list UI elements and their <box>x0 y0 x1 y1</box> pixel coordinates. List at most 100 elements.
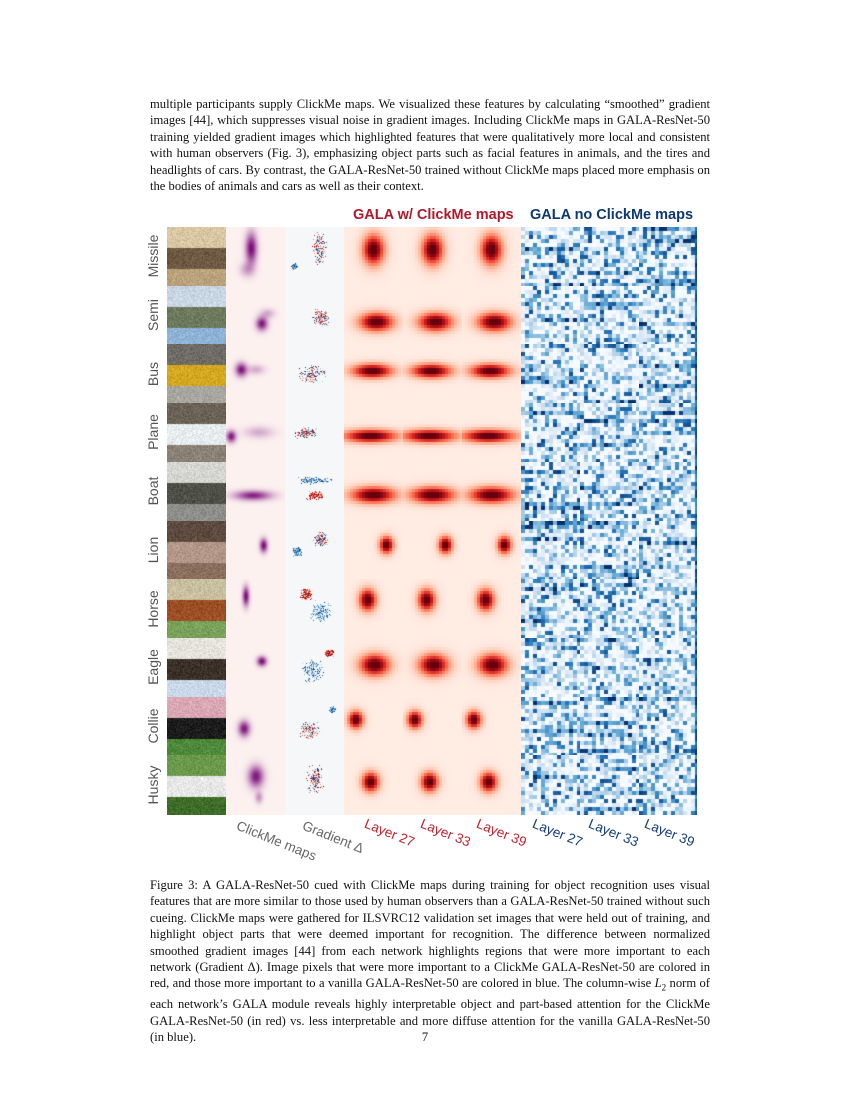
cell-husky-blue-layer-39 <box>639 755 697 815</box>
row-label-text: Horse <box>145 589 161 628</box>
col-label-red-layer-27: Layer 27 <box>362 816 417 850</box>
row-label-text: Boat <box>145 476 161 506</box>
cell-lion-red-layer-27 <box>344 521 403 581</box>
cell-collie-red-layer-33 <box>403 697 462 757</box>
row-label-text: Lion <box>145 536 161 564</box>
cell-lion-gradient <box>285 521 344 581</box>
page-number: 7 <box>421 1030 429 1044</box>
cell-horse-gradient <box>285 579 344 639</box>
cell-missile-red-layer-39 <box>462 227 521 287</box>
cell-husky-photo <box>167 755 226 815</box>
cell-plane-photo <box>167 403 226 463</box>
cell-horse-blue-layer-39 <box>639 579 697 639</box>
row-label-semi: Semi <box>142 286 164 345</box>
cell-missile-gradient <box>285 227 344 287</box>
cell-semi-blue-layer-33 <box>580 286 639 346</box>
cell-husky-red-layer-33 <box>403 755 462 815</box>
cell-collie-red-layer-39 <box>462 697 521 757</box>
cell-semi-blue-layer-27 <box>521 286 580 346</box>
cell-boat-blue-layer-33 <box>580 462 639 522</box>
cell-semi-blue-layer-39 <box>639 286 697 346</box>
row-label-text: Husky <box>145 765 161 805</box>
cell-bus-red-layer-39 <box>462 344 521 404</box>
cell-husky-gradient <box>285 755 344 815</box>
cell-missile-blue-layer-39 <box>639 227 697 287</box>
header-gala-no-clickme: GALA no ClickMe maps <box>530 207 694 223</box>
row-label-missile: Missile <box>142 227 164 286</box>
cell-lion-blue-layer-27 <box>521 521 580 581</box>
cell-husky-blue-layer-27 <box>521 755 580 815</box>
cell-boat-clickme <box>226 462 285 522</box>
row-label-text: Semi <box>145 299 161 331</box>
cell-bus-blue-layer-39 <box>639 344 697 404</box>
caption-text-part1: Figure 3: A GALA-ResNet-50 cued with Cli… <box>150 878 710 991</box>
cell-boat-photo <box>167 462 226 522</box>
cell-bus-red-layer-33 <box>403 344 462 404</box>
cell-plane-blue-layer-27 <box>521 403 580 463</box>
cell-lion-clickme <box>226 521 285 581</box>
header-gala-with-clickme: GALA w/ ClickMe maps <box>353 207 514 223</box>
col-label-red-layer-39: Layer 39 <box>474 816 529 850</box>
cell-bus-blue-layer-27 <box>521 344 580 404</box>
col-label-blue-layer-39: Layer 39 <box>642 816 697 850</box>
cell-lion-red-layer-39 <box>462 521 521 581</box>
cell-horse-red-layer-39 <box>462 579 521 639</box>
cell-eagle-photo <box>167 638 226 698</box>
cell-semi-clickme <box>226 286 285 346</box>
cell-missile-blue-layer-27 <box>521 227 580 287</box>
cell-boat-red-layer-27 <box>344 462 403 522</box>
cell-bus-red-layer-27 <box>344 344 403 404</box>
cell-missile-red-layer-33 <box>403 227 462 287</box>
row-label-text: Collie <box>145 708 161 744</box>
cell-horse-clickme <box>226 579 285 639</box>
cell-missile-clickme <box>226 227 285 287</box>
cell-bus-gradient <box>285 344 344 404</box>
row-label-plane: Plane <box>142 403 164 462</box>
cell-eagle-clickme <box>226 638 285 698</box>
caption-text-part2: norm of each network’s GALA module revea… <box>150 976 711 1045</box>
cell-semi-red-layer-27 <box>344 286 403 346</box>
row-label-text: Eagle <box>145 649 161 686</box>
cell-plane-red-layer-39 <box>462 403 521 463</box>
cell-eagle-red-layer-33 <box>403 638 462 698</box>
cell-semi-photo <box>167 286 226 346</box>
row-label-horse: Horse <box>142 579 164 638</box>
cell-lion-blue-layer-39 <box>639 521 697 581</box>
cell-eagle-blue-layer-27 <box>521 638 580 698</box>
cell-bus-clickme <box>226 344 285 404</box>
cell-collie-photo <box>167 697 226 757</box>
cell-horse-blue-layer-33 <box>580 579 639 639</box>
cell-bus-photo <box>167 344 226 404</box>
figure-3-grid <box>167 227 697 815</box>
cell-missile-red-layer-27 <box>344 227 403 287</box>
caption-math-l: L <box>654 976 662 991</box>
row-label-husky: Husky <box>142 755 164 814</box>
cell-husky-clickme <box>226 755 285 815</box>
row-label-lion: Lion <box>142 521 164 580</box>
cell-husky-red-layer-39 <box>462 755 521 815</box>
row-label-text: Missile <box>145 234 161 278</box>
cell-plane-gradient <box>285 403 344 463</box>
cell-lion-red-layer-33 <box>403 521 462 581</box>
row-label-eagle: Eagle <box>142 638 164 697</box>
cell-boat-blue-layer-39 <box>639 462 697 522</box>
cell-boat-blue-layer-27 <box>521 462 580 522</box>
cell-eagle-red-layer-39 <box>462 638 521 698</box>
cell-husky-red-layer-27 <box>344 755 403 815</box>
cell-horse-red-layer-27 <box>344 579 403 639</box>
cell-collie-blue-layer-27 <box>521 697 580 757</box>
cell-boat-red-layer-33 <box>403 462 462 522</box>
cell-collie-blue-layer-39 <box>639 697 697 757</box>
cell-husky-blue-layer-33 <box>580 755 639 815</box>
cell-boat-gradient <box>285 462 344 522</box>
cell-lion-photo <box>167 521 226 581</box>
cell-plane-red-layer-33 <box>403 403 462 463</box>
cell-missile-photo <box>167 227 226 287</box>
cell-plane-blue-layer-33 <box>580 403 639 463</box>
cell-plane-blue-layer-39 <box>639 403 697 463</box>
intro-paragraph: multiple participants supply ClickMe map… <box>150 96 710 194</box>
cell-lion-blue-layer-33 <box>580 521 639 581</box>
cell-horse-blue-layer-27 <box>521 579 580 639</box>
cell-semi-red-layer-39 <box>462 286 521 346</box>
cell-plane-red-layer-27 <box>344 403 403 463</box>
